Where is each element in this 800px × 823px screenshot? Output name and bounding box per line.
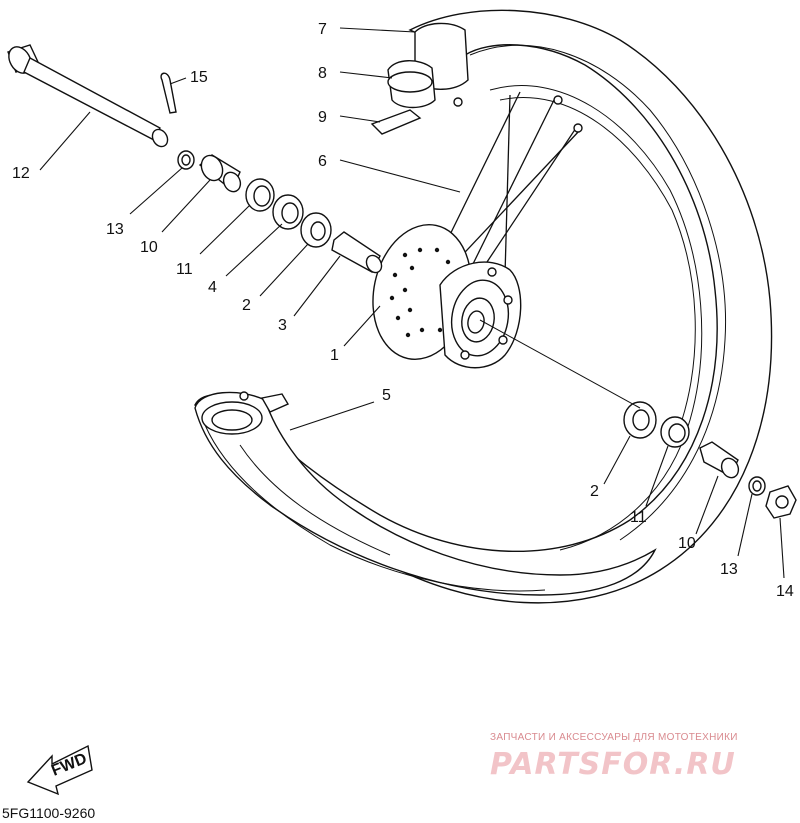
callout-11-right: 11 [630, 509, 647, 526]
fwd-arrow: FWD [26, 744, 93, 796]
tube-valve [201, 391, 290, 435]
callout-5: 5 [382, 387, 391, 404]
callout-10-right: 10 [678, 535, 696, 552]
callout-6: 6 [318, 153, 327, 170]
callout-13-right: 13 [720, 561, 738, 578]
callout-15: 15 [190, 69, 208, 86]
callout-12: 12 [12, 165, 30, 182]
leader-lines [39, 27, 785, 579]
cotter-pin [160, 72, 177, 114]
callout-2-right: 2 [590, 483, 599, 500]
diagram-code: 5FG1100-9260 [2, 805, 95, 821]
right-side-parts [623, 401, 797, 519]
callout-11-left: 11 [176, 261, 193, 278]
callout-1: 1 [330, 347, 339, 364]
callout-7: 7 [318, 21, 327, 38]
spokes [419, 91, 583, 301]
hub-with-brake-disc [372, 224, 522, 369]
callout-10-left: 10 [140, 239, 158, 256]
callout-4: 4 [208, 279, 217, 296]
watermark-brand: PARTSFOR.RU [490, 747, 736, 782]
axle [7, 44, 169, 148]
callout-3: 3 [278, 317, 287, 334]
callout-14: 14 [776, 583, 794, 600]
axle-centerline [479, 319, 641, 409]
watermark: ЗАПЧАСТИ И АКСЕССУАРЫ ДЛЯ МОТОТЕХНИКИ PA… [490, 732, 738, 782]
rim-band-and-tube-end [370, 22, 469, 135]
callout-9: 9 [318, 109, 327, 126]
callout-labels: 7 8 9 6 15 12 13 10 11 4 2 3 1 5 2 11 10… [12, 21, 794, 600]
watermark-tagline: ЗАПЧАСТИ И АКСЕССУАРЫ ДЛЯ МОТОТЕХНИКИ [490, 732, 738, 743]
callout-13-left: 13 [106, 221, 124, 238]
callout-2-left: 2 [242, 297, 251, 314]
left-side-parts [177, 150, 383, 274]
callout-8: 8 [318, 65, 327, 82]
